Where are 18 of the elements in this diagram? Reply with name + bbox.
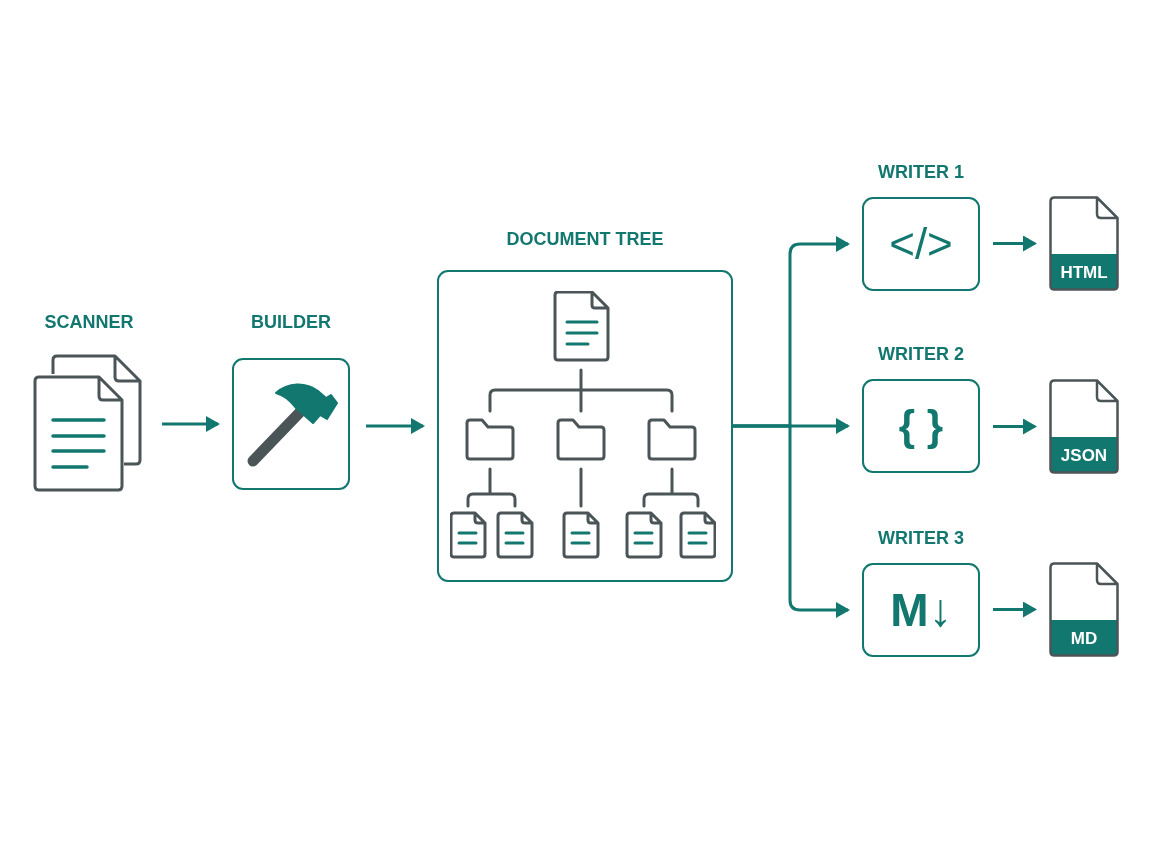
arrow <box>366 418 425 434</box>
format-label: MD <box>1070 629 1098 647</box>
arrow <box>993 601 1037 618</box>
code-tag-symbol: </> <box>889 222 953 266</box>
node-title: WRITER 3 <box>878 527 964 550</box>
curly-braces-symbol: { } <box>898 405 944 447</box>
arrow <box>162 416 220 432</box>
m-arrow-symbol: M↓ <box>890 587 952 633</box>
arrow <box>993 418 1037 435</box>
arrow <box>733 424 850 618</box>
arrow <box>993 235 1037 252</box>
format-label: JSON <box>1060 446 1108 464</box>
format-label: HTML <box>1060 263 1108 281</box>
node-title: WRITER 2 <box>878 343 964 366</box>
node-title: BUILDER <box>251 311 331 334</box>
node-title: WRITER 1 <box>878 161 964 184</box>
node-title: SCANNER <box>44 311 134 334</box>
node-title: DOCUMENT TREE <box>506 228 664 251</box>
